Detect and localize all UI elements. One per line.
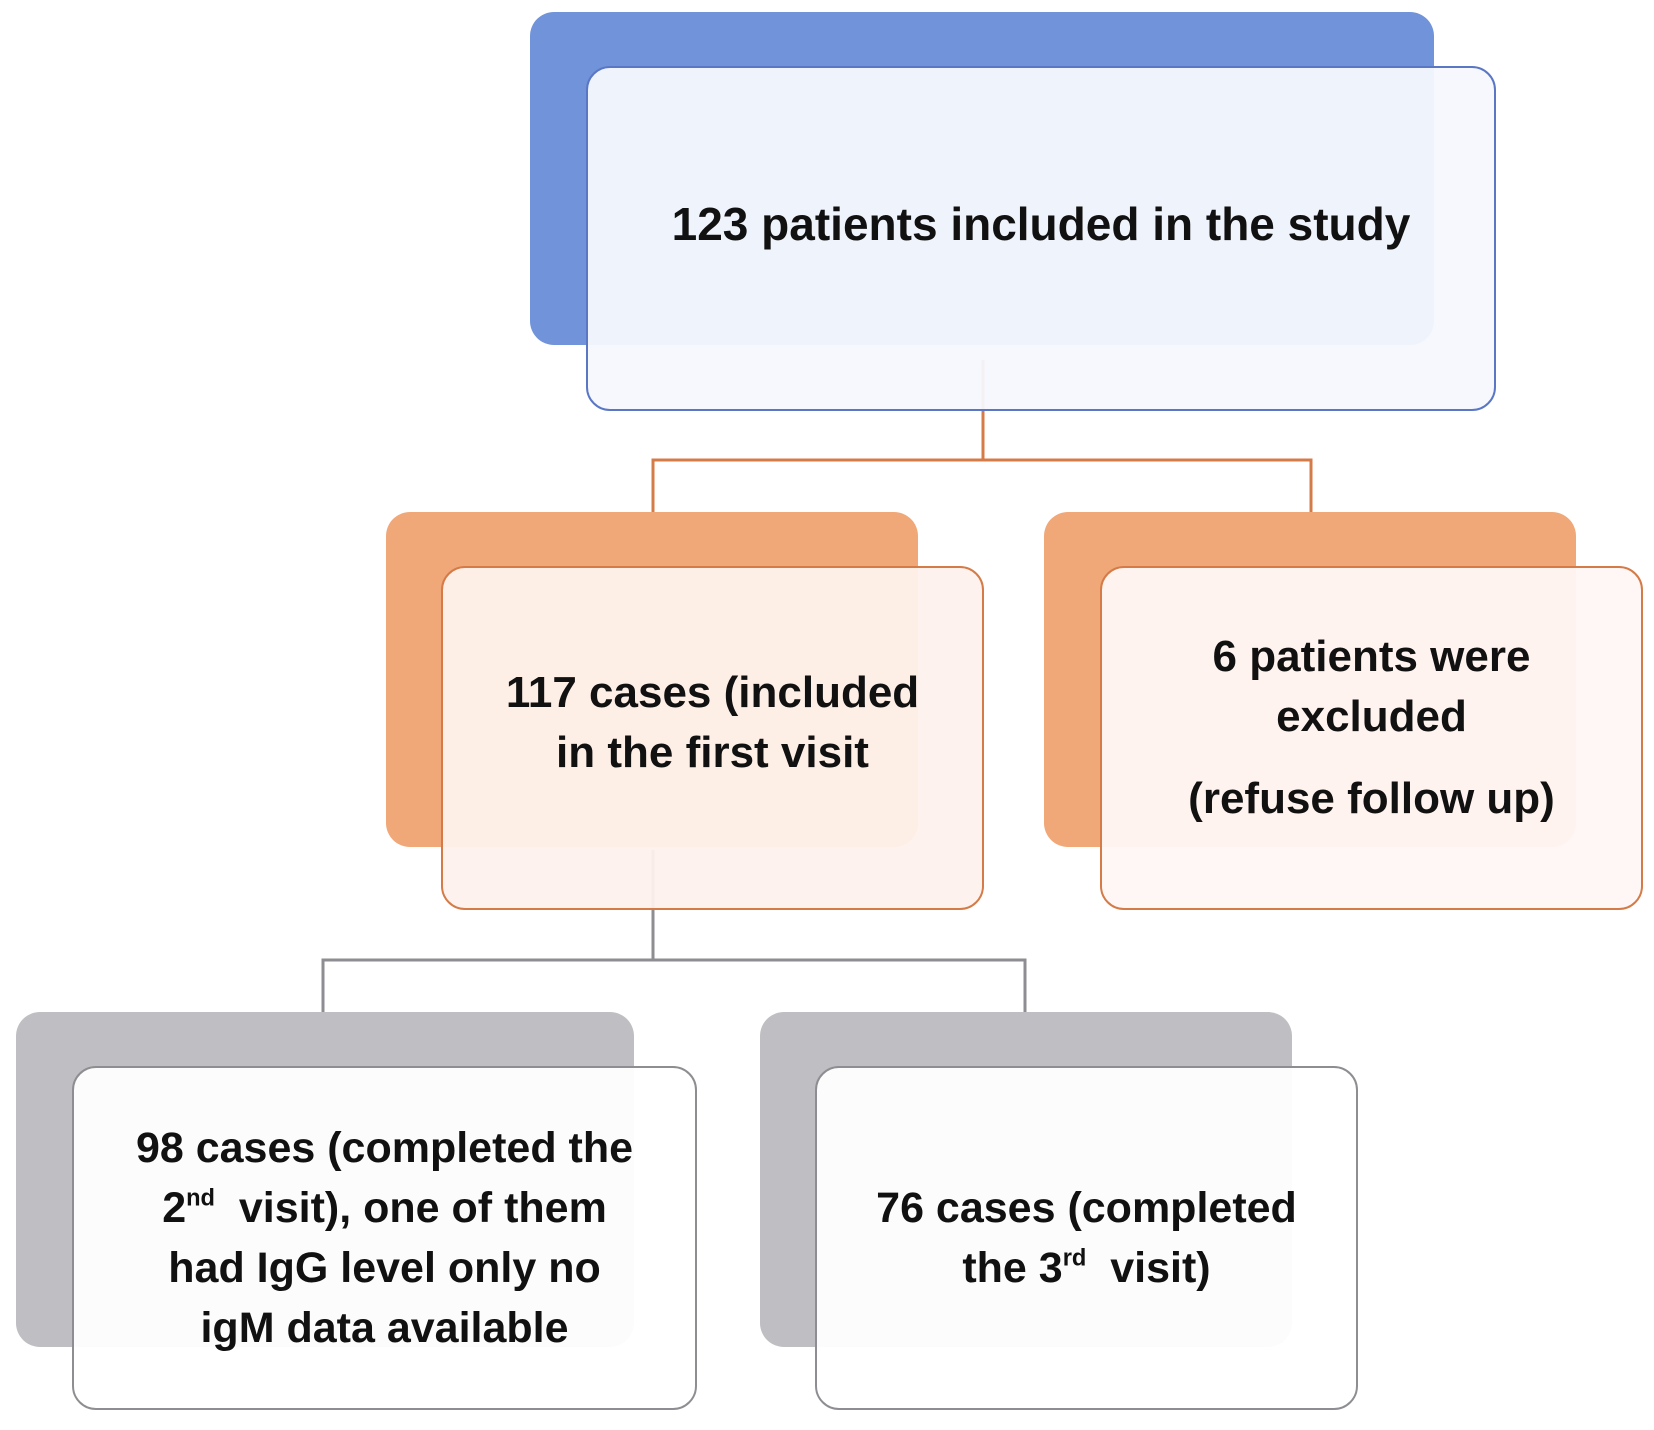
- excluded-node-line-1: 6 patients were: [1212, 632, 1531, 681]
- second-visit-line-4: igM data available: [200, 1304, 569, 1352]
- second-visit-ordinal: 2: [162, 1184, 187, 1232]
- included-node-line-2: in the first visit: [556, 728, 869, 777]
- third-visit-ordinal-suffix: rd: [1062, 1245, 1087, 1272]
- excluded-node: 6 patients were excluded (refuse follow …: [1100, 566, 1643, 910]
- third-visit-line-1: 76 cases (completed: [876, 1184, 1297, 1232]
- third-visit-ordinal: the 3: [962, 1244, 1063, 1292]
- included-first-visit-node: 117 cases (included in the first visit: [441, 566, 984, 910]
- connector-middle-to-third: [653, 958, 1027, 1012]
- second-visit-line-1: 98 cases (completed the: [135, 1124, 634, 1172]
- connector-top-to-excluded: [983, 458, 1313, 512]
- top-node-text: 123 patients included in the study: [671, 197, 1411, 250]
- second-visit-line-3: had IgG level only no: [168, 1244, 601, 1292]
- second-visit-line-2-rest: visit), one of them: [215, 1184, 607, 1232]
- second-visit-line-2: 2nd visit), one of them: [162, 1178, 607, 1238]
- top-node: 123 patients included in the study: [586, 66, 1496, 411]
- excluded-node-line-2: excluded: [1276, 692, 1467, 741]
- third-visit-node: 76 cases (completed the 3rd visit): [815, 1066, 1358, 1410]
- second-visit-ordinal-suffix: nd: [186, 1185, 215, 1212]
- excluded-node-line-3: (refuse follow up): [1188, 774, 1555, 823]
- third-visit-line-2-rest: visit): [1086, 1244, 1211, 1292]
- third-visit-line-2: the 3rd visit): [962, 1238, 1210, 1298]
- second-visit-node: 98 cases (completed the 2nd visit), one …: [72, 1066, 697, 1410]
- included-node-line-1: 117 cases (included: [505, 668, 920, 717]
